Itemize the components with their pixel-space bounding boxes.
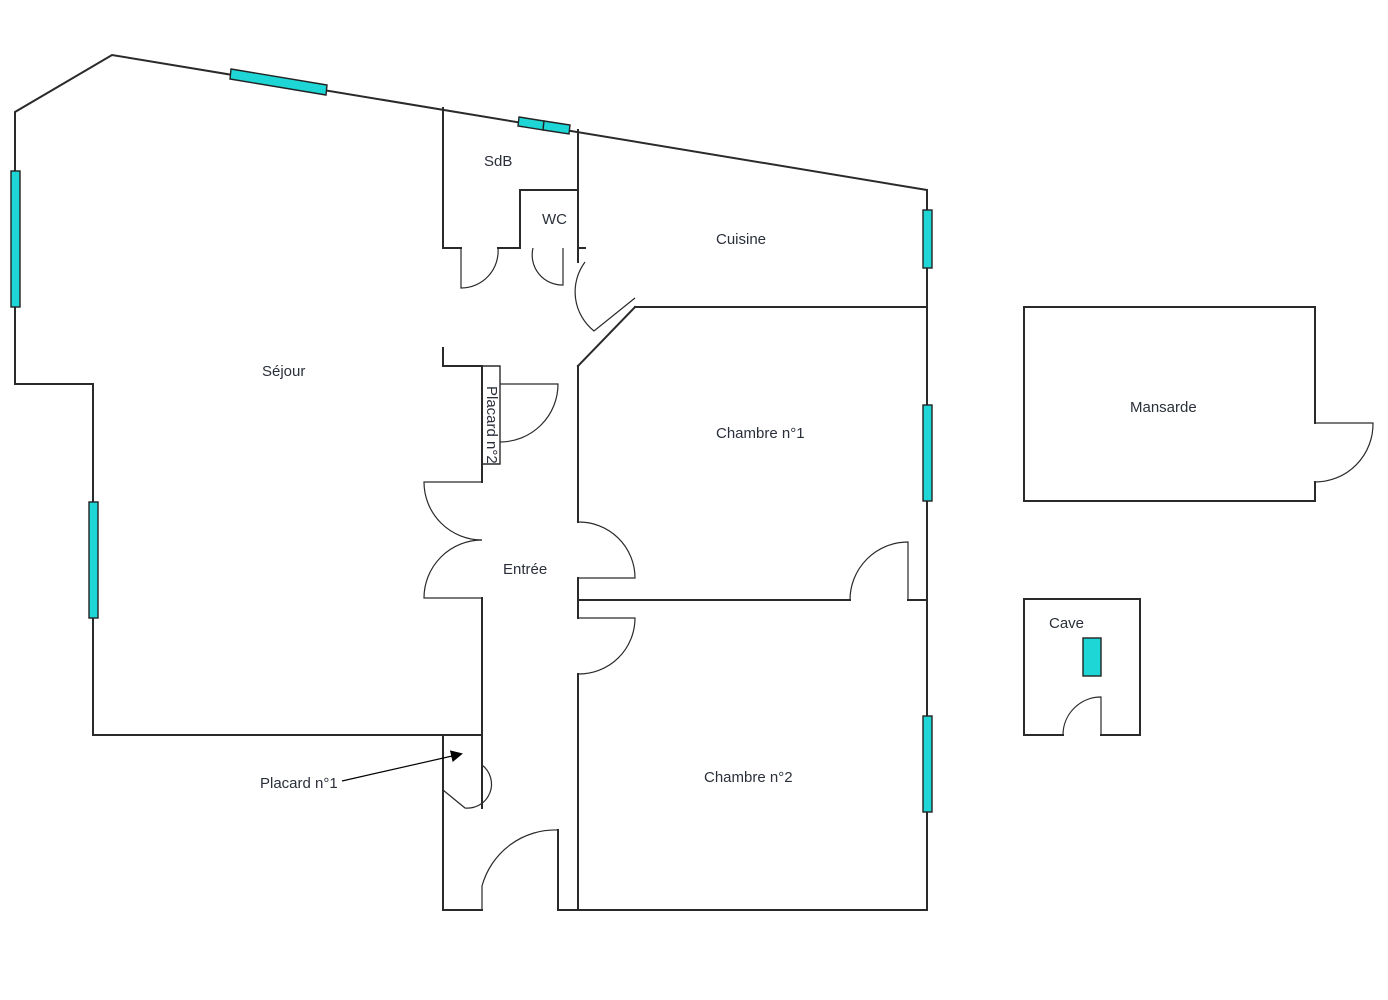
label-sejour: Séjour	[262, 363, 305, 380]
label-placard2: Placard n°2	[483, 386, 500, 464]
window-sdb-a	[517, 116, 545, 131]
label-sdb: SdB	[484, 153, 512, 170]
window-left	[10, 170, 21, 308]
interior-walls	[442, 107, 928, 911]
label-placard1: Placard n°1	[260, 775, 338, 792]
window-chambre2	[922, 715, 933, 813]
window-sdb-b	[542, 120, 571, 135]
label-cave: Cave	[1049, 615, 1084, 632]
window-cuisine	[922, 209, 933, 269]
mansarde-room	[1023, 306, 1374, 502]
window-top-left	[229, 68, 328, 96]
room-labels: Séjour SdB WC Cuisine Placard n°2 Chambr…	[260, 153, 1197, 792]
label-cuisine: Cuisine	[716, 231, 766, 248]
label-chambre1: Chambre n°1	[716, 425, 805, 442]
windows	[10, 68, 1102, 813]
placard1-arrow	[341, 750, 463, 782]
label-mansarde: Mansarde	[1130, 399, 1197, 416]
label-entree: Entrée	[503, 561, 547, 578]
label-chambre2: Chambre n°2	[704, 769, 793, 786]
label-wc: WC	[542, 211, 567, 228]
doors	[423, 247, 909, 910]
cave-room	[1023, 598, 1141, 736]
window-sejour-bottom	[88, 501, 99, 619]
window-cave	[1082, 637, 1102, 677]
window-chambre1	[922, 404, 933, 502]
